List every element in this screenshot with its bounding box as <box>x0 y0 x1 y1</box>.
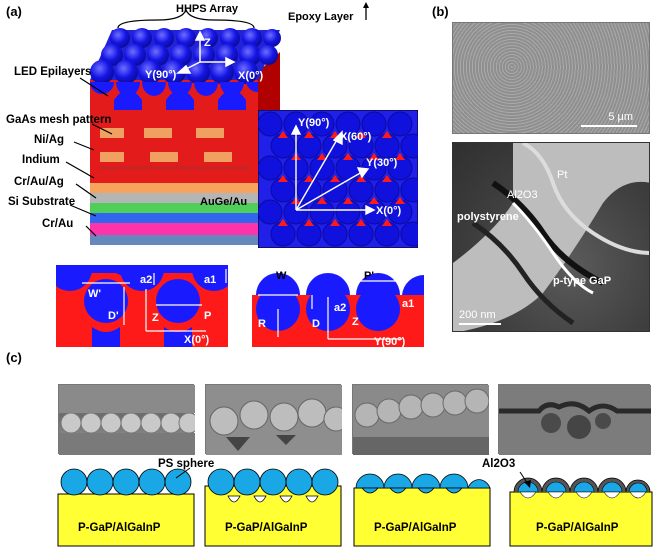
schematic-step-3 <box>353 473 491 547</box>
xs2-z-label: Z <box>352 316 359 328</box>
gaas-mesh-label: GaAs mesh pattern <box>6 114 112 126</box>
sem-top-view: 5 μm <box>452 22 650 134</box>
polystyrene-label: polystyrene <box>457 211 519 223</box>
left-leader-lines <box>65 77 113 237</box>
stack-front-face <box>90 80 258 245</box>
epoxy-layer-label: Epoxy Layer <box>288 11 354 23</box>
auge-au-label: AuGe/Au <box>200 196 247 208</box>
top-y90-label: Y(90°) <box>298 117 330 129</box>
xs2-w-label: W <box>276 270 287 282</box>
schematic-step-1 <box>57 468 195 547</box>
hhps-array-label: HHPS Array <box>176 3 239 15</box>
top-axes <box>176 30 236 74</box>
xs2-a2-label: a2 <box>334 302 346 314</box>
xs1-a1-label: a1 <box>204 274 216 286</box>
substrate-label-1: P-GaP/AlGaInP <box>78 522 161 534</box>
indium-label: Indium <box>22 154 60 166</box>
pt-label: Pt <box>557 169 568 181</box>
top-view-axes <box>290 124 376 216</box>
tem-drawing <box>453 143 649 331</box>
process-schematics <box>57 467 653 547</box>
panel-c-label: (c) <box>6 350 22 365</box>
xs1-a2-label: a2 <box>140 274 152 286</box>
scale-bar-top <box>581 125 637 127</box>
scale-bottom-label: 200 nm <box>459 309 496 321</box>
hhps-spheres-top <box>90 28 281 84</box>
scale-bar-bottom <box>459 323 501 325</box>
substrate-label-2: P-GaP/AlGaInP <box>225 522 308 534</box>
schematic-step-2 <box>204 468 342 547</box>
top-x0-label: X(0°) <box>376 205 402 217</box>
xs2-a1-label: a1 <box>402 298 414 310</box>
ni-ag-label: Ni/Ag <box>34 134 65 146</box>
ps-sphere-label: PS sphere <box>158 458 215 470</box>
xs2-p-label: P' <box>364 270 374 282</box>
cr-au-label: Cr/Au <box>42 218 74 230</box>
cross-section-y: W R D a2 a1 P' Z Y(90°) <box>252 265 424 347</box>
axis-x0-label: X(0°) <box>238 70 264 82</box>
al2o3-label-b: Al2O3 <box>507 189 538 201</box>
axis-y90-label: Y(90°) <box>145 69 177 81</box>
top-y30-label: Y(30°) <box>366 157 398 169</box>
sem-step-1 <box>58 384 200 455</box>
top-view-inset: Y(90°) X(60°) Y(30°) X(0°) <box>258 110 418 248</box>
si-substrate-label: Si Substrate <box>8 196 76 208</box>
substrate-label-4: P-GaP/AlGaInP <box>536 522 619 534</box>
sem-step-3 <box>352 384 490 455</box>
xs2-y-label: Y(90°) <box>374 336 406 347</box>
xs1-w-label: W' <box>88 288 101 300</box>
axis-z-label: Z <box>204 37 211 49</box>
substrate-label-3: P-GaP/AlGaInP <box>374 522 457 534</box>
cross-section-x: W' D' a2 a1 Z P X(0°) <box>56 265 228 347</box>
xs2-d-label: D <box>312 318 320 330</box>
panel-b-label: (b) <box>432 4 449 19</box>
scale-top-label: 5 μm <box>608 111 633 123</box>
xs1-z-label: Z <box>152 312 159 324</box>
cr-au-ag-label: Cr/Au/Ag <box>14 176 64 188</box>
xs1-p-label: P <box>204 310 211 322</box>
led-epilayers-label: LED Epilayers <box>14 66 92 78</box>
schematic-step-4 <box>509 477 653 547</box>
ptype-gap-label: p-type GaP <box>553 275 612 287</box>
tem-cross-section: Pt Al2O3 polystyrene p-type GaP 200 nm <box>452 142 650 332</box>
top-x60-label: X(60°) <box>340 131 372 143</box>
al2o3-label-c: Al2O3 <box>482 458 516 470</box>
hhps-front-cross-section <box>90 82 258 110</box>
panel-a-label: (a) <box>6 4 22 19</box>
xs1-x-label: X(0°) <box>184 334 210 346</box>
xs2-r-label: R <box>258 318 266 330</box>
sem-step-4 <box>498 384 651 455</box>
al2o3-pointer-head <box>524 480 531 488</box>
epoxy-arrowhead <box>363 2 369 8</box>
xs1-d-label: D' <box>108 310 119 322</box>
hhps-brace <box>117 8 255 29</box>
ps-sphere-pointer <box>175 467 191 479</box>
sem-step-2 <box>205 384 349 455</box>
